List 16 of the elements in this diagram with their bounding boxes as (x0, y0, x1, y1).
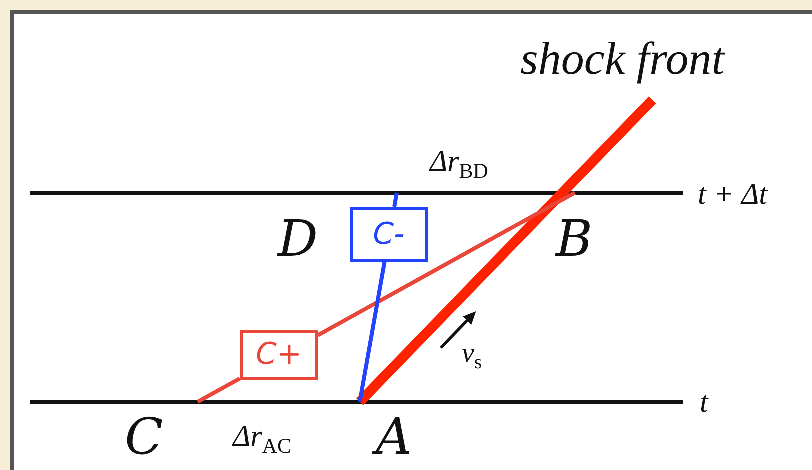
distance-label: Δr$_{BD}$ (430, 147, 488, 182)
characteristic-box: C+ (240, 330, 318, 380)
time-label: t + Δt (698, 180, 768, 210)
characteristic-box: C- (350, 207, 428, 262)
characteristic-line (392, 192, 399, 208)
time-label: t (700, 388, 708, 418)
shock-front-line (356, 96, 656, 406)
characteristic-line (197, 376, 241, 404)
velocity-label: v$_{s}$ (462, 340, 482, 374)
characteristic-line (358, 262, 387, 402)
point-label: B (556, 214, 593, 264)
characteristic-line (317, 191, 576, 338)
distance-label: Δr$_{AC}$ (233, 422, 292, 457)
point-label: C (125, 412, 164, 462)
point-label: D (278, 214, 318, 264)
shock-front-label: shock front (480, 26, 765, 100)
